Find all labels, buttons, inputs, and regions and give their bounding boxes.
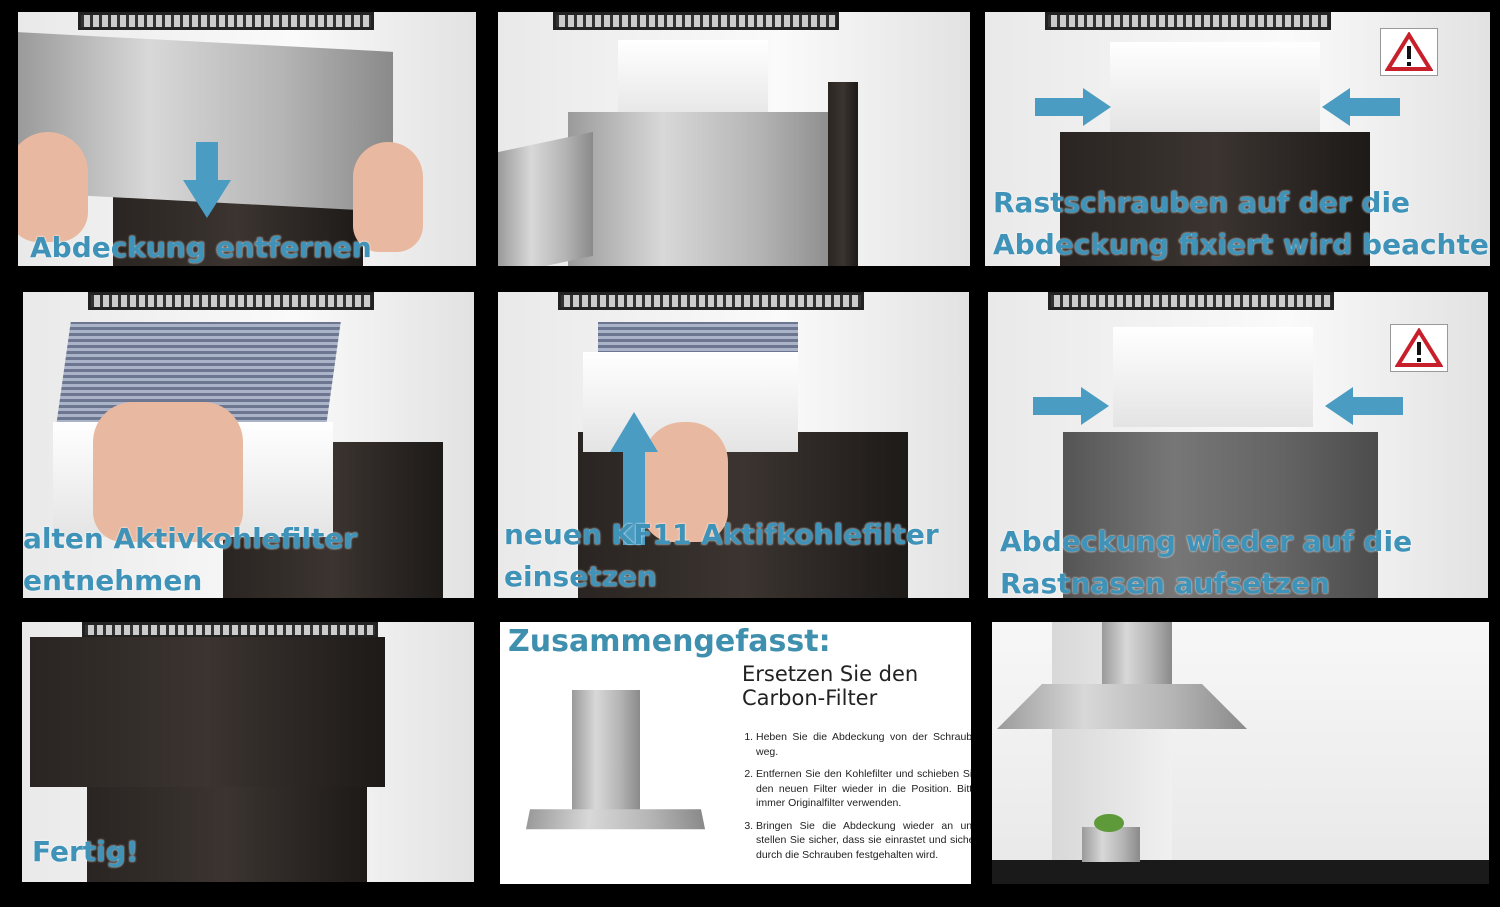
summary-steps: Heben Sie die Abdeckung von der Schraube… (740, 730, 971, 870)
hood-chimney (568, 112, 838, 266)
summary-title: Zusammengefasst: (508, 624, 831, 659)
hood-chimney (87, 772, 367, 882)
step-item: Entfernen Sie den Kohlefilter und schieb… (756, 767, 971, 811)
hood-grille (82, 622, 378, 638)
hand-left (18, 132, 88, 242)
caption: Fertig! (32, 835, 139, 868)
step-7-panel: Fertig! (22, 622, 474, 882)
arrow-left-icon (1353, 397, 1403, 415)
hood-grille (1045, 12, 1331, 30)
caption: Abdeckung wieder auf die Rastnasen aufse… (1000, 525, 1413, 598)
warning-icon (1380, 28, 1438, 76)
summary-panel: Zusammengefasst: Ersetzen Sie den Carbon… (500, 622, 971, 884)
summary-heading: Ersetzen Sie den Carbon-Filter (742, 662, 919, 710)
step-2-panel (498, 12, 970, 266)
arrow-right-icon (1035, 98, 1085, 116)
step-3-panel: Rastschrauben auf der die Abdeckung fixi… (985, 12, 1490, 266)
step-4-panel: alten Aktivkohlefilter entnehmen (23, 292, 474, 598)
arrow-right-icon (1033, 397, 1083, 415)
filter (618, 40, 768, 125)
hood-chimney (1102, 622, 1172, 687)
step-5-panel: neuen KF11 Aktifkohlefilter einsetzen (498, 292, 969, 598)
step-6-panel: Abdeckung wieder auf die Rastnasen aufse… (988, 292, 1488, 598)
vegetables (1094, 814, 1124, 832)
step-item: Heben Sie die Abdeckung von der Schraube… (756, 730, 971, 759)
hood-grille (78, 12, 374, 30)
warning-icon (1390, 324, 1448, 372)
filter (1110, 42, 1320, 132)
caption: neuen KF11 Aktifkohlefilter einsetzen (504, 518, 939, 593)
hood-canopy (997, 684, 1247, 729)
caption: alten Aktivkohlefilter entnehmen (23, 522, 358, 597)
arrow-up-icon (623, 450, 645, 545)
step-item: Bringen Sie die Abdeckung wieder an und … (756, 819, 971, 863)
arrow-left-icon (1350, 98, 1400, 116)
step-1-panel: Abdeckung entfernen (18, 12, 476, 266)
hand (93, 402, 243, 542)
hood-grille (553, 12, 839, 30)
hood-grille (558, 292, 864, 310)
arrow-down-icon (196, 142, 218, 182)
hood-chimney (1060, 132, 1370, 266)
caption: Abdeckung entfernen (30, 231, 372, 264)
cooker-hood-image (525, 690, 706, 840)
kitchen-photo-panel (992, 622, 1489, 884)
caption: Rastschrauben auf der die Abdeckung fixi… (993, 186, 1490, 261)
removed-cover (498, 131, 593, 266)
filter (1113, 327, 1313, 427)
hood-cover (1063, 432, 1378, 598)
arrow-down-head-icon (183, 180, 231, 218)
hood-grille (1048, 292, 1334, 310)
hood-cover (30, 637, 385, 787)
cooking-pot (1082, 827, 1140, 862)
hood-grille (88, 292, 374, 310)
hand-right (353, 142, 423, 252)
worktop (992, 860, 1489, 884)
